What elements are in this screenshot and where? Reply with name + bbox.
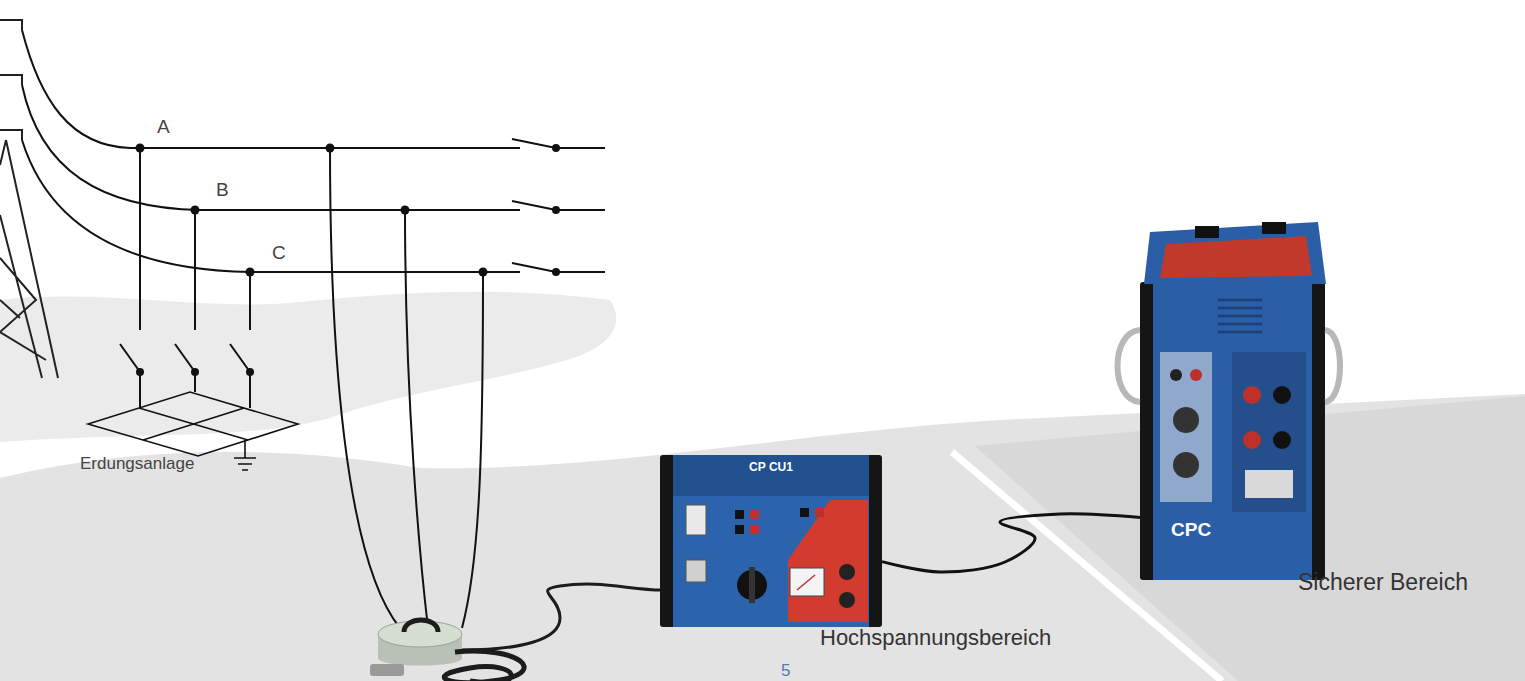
- edge-layer: [882, 514, 1140, 572]
- page-number: 5: [781, 661, 790, 681]
- earthing-switch: [140, 148, 250, 330]
- test-set-details: [1195, 226, 1219, 238]
- transmission-tower: [0, 140, 58, 378]
- control-unit-panel: [750, 525, 759, 534]
- test-set-details: [1262, 222, 1286, 234]
- test-set-box: CPC: [1140, 282, 1325, 580]
- control-unit-panel: [735, 510, 744, 519]
- ground-area: [0, 292, 616, 442]
- control-unit-panel: [797, 575, 815, 590]
- test-set-details: [1218, 300, 1262, 332]
- earthing-grid: [88, 392, 298, 456]
- control-unit-panel: [839, 592, 855, 608]
- transmission-tower: [0, 20, 58, 378]
- earthing-grid: [234, 440, 256, 470]
- control-unit-panel: [815, 508, 824, 517]
- test-set-details: [1118, 330, 1141, 402]
- control-unit-panel: [839, 564, 855, 580]
- coupling-device: [370, 584, 662, 681]
- control-unit-panel: [686, 560, 706, 582]
- coupling-device: [378, 621, 462, 647]
- measurement-cable: [462, 272, 483, 628]
- control-unit-panel: [790, 568, 824, 596]
- earthing-switch: [120, 344, 250, 372]
- control-unit-panel: [686, 500, 868, 622]
- phase-label: B: [216, 179, 229, 202]
- test-set-details: [1232, 352, 1306, 512]
- test-set-details: [1118, 222, 1341, 512]
- test-set-details: [1173, 452, 1199, 478]
- cable-connector: [882, 514, 1140, 572]
- test-set-details: [1273, 386, 1291, 404]
- control-unit-panel: [737, 570, 767, 600]
- earthing-switch: [120, 148, 250, 408]
- control-unit-panel: [686, 505, 706, 535]
- test-set-details: [1170, 369, 1182, 381]
- control-unit-panel: [749, 567, 755, 603]
- power-line: [22, 30, 520, 148]
- control-unit-box: CP CU1: [660, 455, 882, 627]
- test-set-details: [1245, 470, 1293, 498]
- transmission-tower: [0, 20, 22, 140]
- area-label: Hochspannungsbereich: [820, 625, 1051, 651]
- test-set-details: [1243, 431, 1261, 449]
- coupling-device: [462, 584, 662, 650]
- test-set-details: [1160, 352, 1212, 502]
- device-label: CPC: [1171, 520, 1312, 541]
- power-line: [22, 85, 520, 210]
- measurement-cable: [330, 148, 400, 628]
- coupling-device: [444, 651, 524, 681]
- device-label: CP CU1: [673, 461, 869, 474]
- coupling-device: [404, 620, 438, 632]
- connection-dot: [136, 144, 561, 377]
- power-line: [22, 140, 520, 272]
- phase-label: A: [157, 116, 170, 139]
- test-set-details: [1173, 407, 1199, 433]
- control-unit-panel: [750, 510, 759, 519]
- connection-dot: [552, 268, 560, 276]
- connection-dot: [552, 206, 560, 214]
- area-label: Sicherer Bereich: [1298, 569, 1468, 597]
- grounding-label: Erdungsanlage: [80, 454, 194, 474]
- control-unit-panel: [788, 500, 868, 622]
- test-set-details: [1273, 431, 1291, 449]
- test-set-details: [1144, 222, 1326, 284]
- power-line: [512, 139, 605, 272]
- control-unit-panel: [800, 508, 809, 517]
- earthing-grid: [139, 408, 248, 440]
- test-set-details: [1325, 330, 1340, 402]
- power-line: [22, 30, 605, 272]
- connection-dot: [552, 144, 560, 152]
- coupling-device: [370, 664, 404, 676]
- test-set-details: [1160, 236, 1312, 278]
- test-set-details: [1243, 386, 1261, 404]
- phase-label: C: [272, 242, 286, 265]
- measurement-cable: [330, 148, 483, 628]
- test-set-details: [1190, 369, 1202, 381]
- measurement-cable: [405, 210, 428, 628]
- control-unit-panel: [735, 525, 744, 534]
